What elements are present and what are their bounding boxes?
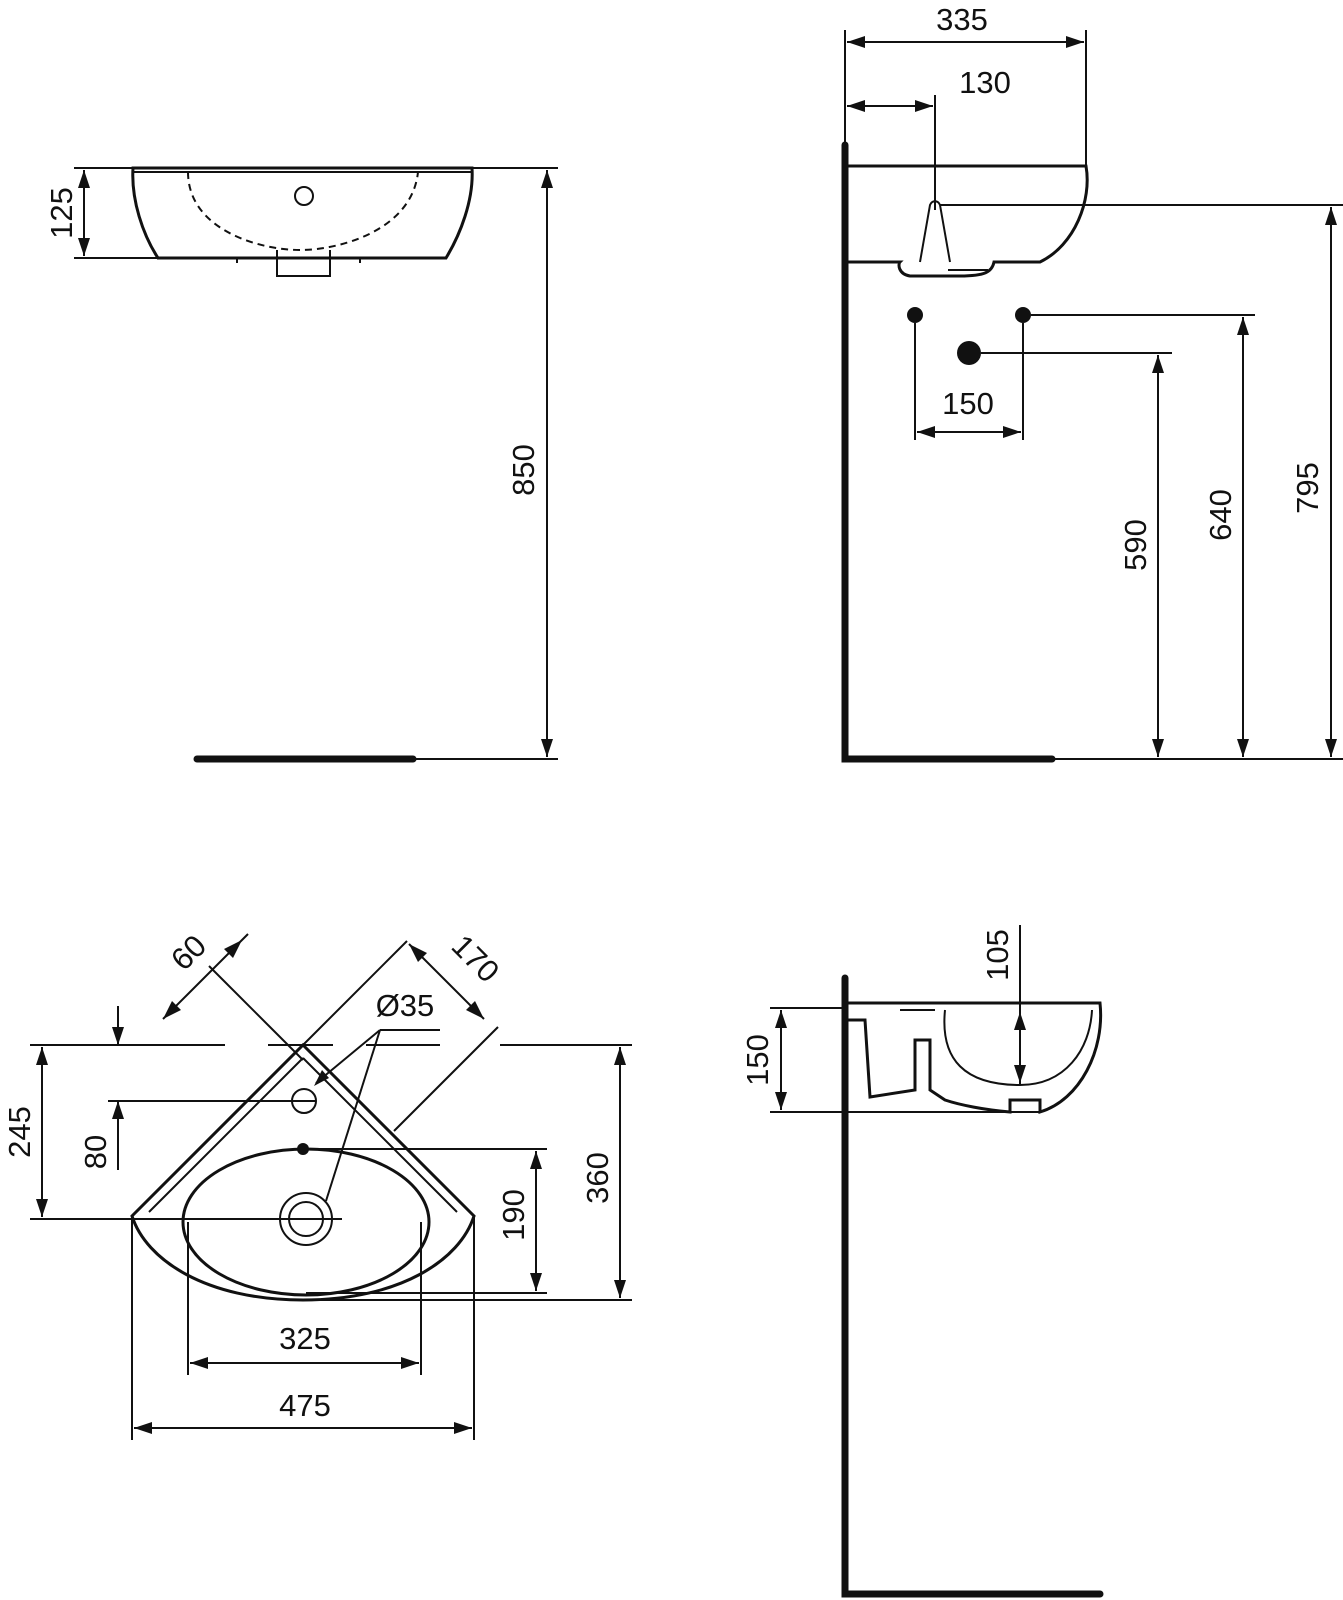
dim-total-width: 475 [131, 1216, 475, 1440]
dim-label-640: 640 [1203, 489, 1238, 541]
dim-label-590: 590 [1118, 519, 1153, 571]
side-elevation-view: 335 130 150 590 [841, 2, 1343, 763]
dim-label-80: 80 [78, 1135, 113, 1169]
dim-depth: 335 [844, 2, 1087, 166]
dim-label-325: 325 [279, 1321, 331, 1356]
dim-fixing-spacing: 150 [914, 323, 1024, 440]
dim-label-850: 850 [506, 444, 541, 496]
dim-rear-depth: 245 [2, 1047, 48, 1217]
section-view: 105 150 [740, 925, 1104, 1598]
front-elevation-view: 125 850 [44, 166, 558, 763]
dim-label-475: 475 [279, 1388, 331, 1423]
dim-label-190: 190 [496, 1189, 531, 1241]
dim-label-335: 335 [936, 2, 988, 37]
dim-tap-depth: 80 [78, 1006, 124, 1170]
dim-total-depth: 360 [580, 1047, 626, 1298]
trap-profile [919, 200, 951, 263]
dim-tap-offset-plan: 60 [162, 928, 304, 1061]
dim-label-105: 105 [980, 929, 1015, 981]
overflow-hole [294, 186, 314, 206]
dim-label-60: 60 [164, 928, 213, 977]
dim-bowl-width: 325 [187, 1222, 422, 1375]
dim-label-tap-hole: Ø35 [376, 988, 435, 1023]
basin-front-outline [131, 166, 474, 260]
dim-bowl-depth: 190 [496, 1151, 542, 1291]
dim-section-bowl-depth: 105 [980, 925, 1026, 1085]
dim-label-130: 130 [959, 65, 1011, 100]
dim-waste-height: 590 [981, 352, 1343, 760]
plan-view: 60 170 Ø35 [2, 928, 632, 1440]
wall-and-floor [841, 141, 1056, 763]
bowl-hidden-line [187, 171, 419, 252]
dim-total-height: 850 [413, 167, 558, 760]
waste-outlet [276, 250, 331, 277]
fixing-point-left [907, 307, 923, 323]
basin-section-outline [845, 1001, 1103, 1115]
dim-tap-hole: Ø35 [314, 988, 440, 1202]
section-wall-floor [841, 974, 1104, 1598]
dim-fixing-height: 640 [1031, 314, 1255, 757]
dim-label-170: 170 [445, 928, 506, 989]
basin-plan-outline [130, 1042, 476, 1302]
dim-label-125: 125 [44, 187, 79, 239]
bowl-outline [181, 1147, 431, 1297]
dim-label-150-section: 150 [740, 1034, 775, 1086]
dim-label-360: 360 [580, 1152, 615, 1204]
basin-side-outline [845, 164, 1089, 278]
dim-overflow-height: 795 [940, 204, 1343, 757]
dim-label-245: 245 [2, 1106, 37, 1158]
dim-label-150-fixing: 150 [942, 386, 994, 421]
dim-tap-offset: 130 [847, 65, 1011, 210]
dim-section-height: 150 [740, 1007, 1040, 1113]
dim-rim-height: 125 [44, 167, 158, 259]
dim-label-795: 795 [1290, 462, 1325, 514]
fixing-point-right [1015, 307, 1031, 323]
waste-point [957, 341, 981, 365]
